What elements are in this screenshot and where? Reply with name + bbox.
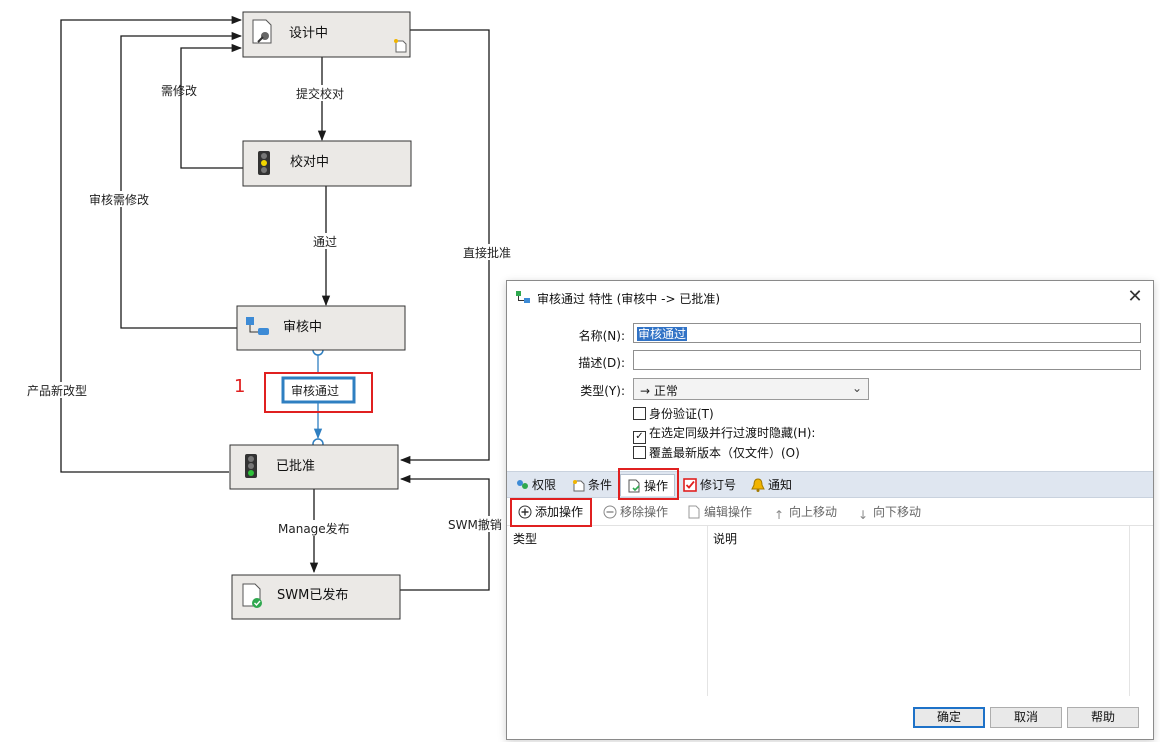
checkbox-overwrite-latest-label: 覆盖最新版本（仅文件）(O) xyxy=(649,446,800,460)
type-select[interactable]: → 正常 ⌄ xyxy=(633,378,869,400)
minus-circle-icon xyxy=(603,505,617,519)
move-up-label: 向上移动 xyxy=(789,505,838,519)
highlight-add-action xyxy=(510,498,592,527)
node-released[interactable]: SWM已发布 xyxy=(231,574,401,620)
tab-conditions-label: 条件 xyxy=(588,478,613,492)
checkbox-identity-verify-box[interactable] xyxy=(633,407,646,420)
new-state-icon xyxy=(394,39,407,53)
tab-actions[interactable]: 操作 xyxy=(620,474,676,496)
checkbox-hide-parallel-box[interactable]: ✓ xyxy=(633,431,646,444)
node-checking[interactable]: 校对中 xyxy=(242,140,412,187)
tab-permissions-label: 权限 xyxy=(532,478,557,492)
arrow-up-icon: ↑ xyxy=(773,508,785,522)
edit-action-button[interactable]: 编辑操作 xyxy=(687,503,752,521)
dialog-title-bar: 审核通过 特性 (审核中 -> 已批准) ✕ xyxy=(507,281,1153,313)
node-label-approved: 已批准 xyxy=(276,459,315,474)
column-header-description[interactable]: 说明 xyxy=(713,532,738,546)
checkbox-identity-verify[interactable]: 身份验证(T) xyxy=(633,406,714,422)
bell-icon xyxy=(751,478,765,492)
tab-permissions[interactable]: 权限 xyxy=(515,476,556,494)
tab-notification[interactable]: 通知 xyxy=(751,476,792,494)
column-separator-right xyxy=(1129,526,1130,696)
workflow-branch-icon xyxy=(246,317,269,335)
document-wrench-icon xyxy=(252,19,272,44)
users-icon xyxy=(517,480,528,489)
checkbox-red-icon xyxy=(683,478,697,492)
add-action-label: 添加操作 xyxy=(535,505,584,519)
actions-table: 类型 说明 xyxy=(507,526,1153,696)
edge-review-need-modify[interactable] xyxy=(120,31,243,329)
cancel-button[interactable]: 取消 xyxy=(990,707,1062,728)
edge-label-direct-approve: 直接批准 xyxy=(463,245,511,260)
transition-properties-dialog: 审核通过 特性 (审核中 -> 已批准) ✕ 名称(N): 审核通过 描述(D)… xyxy=(506,280,1154,740)
document-check-icon xyxy=(242,583,262,608)
arrow-down-icon: ↓ xyxy=(857,508,869,522)
edge-need-modify[interactable] xyxy=(180,43,243,169)
close-icon[interactable]: ✕ xyxy=(1127,286,1143,307)
name-label: 名称(N): xyxy=(578,329,625,343)
tab-actions-label: 操作 xyxy=(644,479,669,493)
edge-label-pass: 通过 xyxy=(313,235,337,249)
edge-label-new-model: 产品新改型 xyxy=(27,383,87,398)
node-label-released: SWM已发布 xyxy=(277,587,348,603)
chevron-down-icon: ⌄ xyxy=(851,381,862,395)
description-input[interactable] xyxy=(633,350,1141,370)
tab-notification-label: 通知 xyxy=(768,478,793,492)
actions-toolbar: 添加操作 移除操作 编辑操作 ↑ 向上移动 ↓ 向下移动 xyxy=(507,498,1153,526)
description-label: 描述(D): xyxy=(578,356,625,370)
highlight-actions-tab xyxy=(618,468,679,500)
edge-label-manage-release: Manage发布 xyxy=(278,521,350,536)
tab-conditions[interactable]: 条件 xyxy=(571,476,612,494)
help-button[interactable]: 帮助 xyxy=(1067,707,1139,728)
edge-label-swm-revoke: SWM撤销 xyxy=(448,517,502,532)
node-approved[interactable]: 已批准 xyxy=(229,444,399,490)
node-label-designing: 设计中 xyxy=(289,26,328,41)
traffic-light-yellow-icon xyxy=(258,151,270,175)
type-select-value: → 正常 xyxy=(640,384,678,398)
type-label: 类型(Y): xyxy=(580,384,625,398)
checkbox-overwrite-latest[interactable]: 覆盖最新版本（仅文件）(O) xyxy=(633,445,800,461)
annotation-1: 1 xyxy=(234,376,245,397)
checkbox-overwrite-latest-box[interactable] xyxy=(633,446,646,459)
edge-label-submit-check: 提交校对 xyxy=(296,86,344,101)
node-label-reviewing: 审核中 xyxy=(283,320,322,335)
property-tabs: 权限 条件 操作 修订号 通知 xyxy=(507,471,1153,498)
edge-label-review-pass: 审核通过 xyxy=(291,383,339,398)
edge-label-need-modify: 需修改 xyxy=(161,83,197,98)
name-input[interactable]: 审核通过 xyxy=(633,323,1141,343)
edge-label-review-need-modify: 审核需修改 xyxy=(89,192,149,207)
workflow-transition-icon xyxy=(516,291,530,303)
node-designing[interactable]: 设计中 xyxy=(242,11,411,58)
move-down-button[interactable]: ↓ 向下移动 xyxy=(856,503,922,522)
checkbox-identity-verify-label: 身份验证(T) xyxy=(649,407,714,421)
edit-action-label: 编辑操作 xyxy=(704,505,753,519)
tab-revision[interactable]: 修订号 xyxy=(683,476,736,494)
document-edit-icon xyxy=(688,505,700,519)
node-label-checking: 校对中 xyxy=(290,154,329,170)
add-action-button[interactable]: 添加操作 xyxy=(518,503,583,521)
column-header-type[interactable]: 类型 xyxy=(513,532,538,546)
tab-revision-label: 修订号 xyxy=(700,478,737,492)
ok-button[interactable]: 确定 xyxy=(913,707,985,728)
move-down-label: 向下移动 xyxy=(873,505,922,519)
dialog-title: 审核通过 特性 (审核中 -> 已批准) xyxy=(537,292,721,306)
document-action-icon xyxy=(628,479,640,493)
plus-circle-icon xyxy=(518,505,532,519)
name-input-value: 审核通过 xyxy=(637,327,688,341)
node-reviewing[interactable]: 审核中 xyxy=(236,305,406,351)
new-condition-icon xyxy=(573,480,585,492)
remove-action-button[interactable]: 移除操作 xyxy=(603,503,668,521)
checkbox-hide-parallel-label: 在选定同级并行过渡时隐藏(H): xyxy=(649,426,816,440)
edge-label-review-pass-box[interactable]: 审核通过 xyxy=(264,372,373,413)
checkbox-hide-parallel[interactable]: ✓在选定同级并行过渡时隐藏(H): xyxy=(633,425,816,444)
edge-swm-revoke[interactable] xyxy=(399,474,490,591)
remove-action-label: 移除操作 xyxy=(620,505,669,519)
traffic-light-green-icon xyxy=(245,454,257,478)
move-up-button[interactable]: ↑ 向上移动 xyxy=(772,503,838,522)
edge-new-model[interactable] xyxy=(60,15,243,473)
column-separator xyxy=(707,526,708,696)
